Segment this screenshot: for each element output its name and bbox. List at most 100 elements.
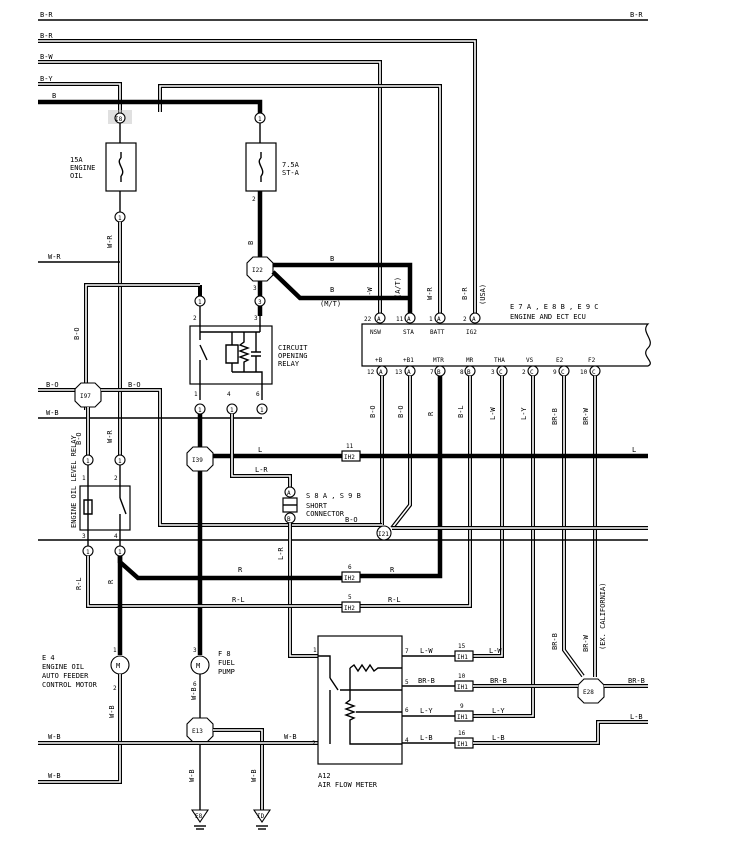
svg-text:1: 1 <box>194 391 198 398</box>
svg-text:AUTO FEEDER: AUTO FEEDER <box>42 672 89 680</box>
svg-text:1: 1 <box>118 549 122 556</box>
svg-text:1: 1 <box>258 116 262 123</box>
svg-text:E28: E28 <box>583 689 594 696</box>
svg-text:15: 15 <box>458 643 466 650</box>
svg-text:NSW: NSW <box>370 329 381 336</box>
svg-text:R-L: R-L <box>232 596 245 604</box>
svg-text:(USA): (USA) <box>479 284 487 305</box>
svg-text:L-R: L-R <box>255 466 268 474</box>
svg-text:+B: +B <box>375 357 383 364</box>
svg-text:W-B: W-B <box>250 769 258 782</box>
svg-text:THA: THA <box>494 357 505 364</box>
svg-text:2: 2 <box>252 196 256 203</box>
ecu-name: ENGINE AND ECT ECU <box>510 313 586 321</box>
svg-text:B-L: B-L <box>457 405 465 418</box>
svg-text:SHORT: SHORT <box>306 502 328 510</box>
svg-text:8: 8 <box>460 369 464 376</box>
svg-text:R-L: R-L <box>75 577 83 590</box>
ecu-title: E 7 A , E 8 B , E 9 C <box>510 303 599 311</box>
svg-text:E 4: E 4 <box>42 654 55 662</box>
svg-text:L-Y: L-Y <box>520 407 528 420</box>
connector-i21 <box>376 525 392 541</box>
svg-text:R: R <box>107 579 115 584</box>
svg-text:ID: ID <box>257 813 265 820</box>
svg-text:L-B: L-B <box>492 734 505 742</box>
svg-text:7.5A: 7.5A <box>282 161 300 169</box>
svg-text:I21: I21 <box>378 531 389 538</box>
svg-text:7: 7 <box>430 369 434 376</box>
svg-text:R: R <box>238 566 243 574</box>
svg-text:E8: E8 <box>195 813 203 820</box>
svg-text:F 8: F 8 <box>218 650 231 658</box>
svg-text:L: L <box>632 446 636 454</box>
svg-text:C: C <box>499 369 503 376</box>
svg-text:L-W: L-W <box>489 647 502 655</box>
ecu-box <box>361 323 651 367</box>
svg-text:BR-B: BR-B <box>551 408 559 425</box>
svg-text:B-O: B-O <box>73 327 81 340</box>
svg-text:B: B <box>287 516 291 523</box>
svg-text:IH2: IH2 <box>344 575 355 582</box>
svg-text:R-L: R-L <box>388 596 401 604</box>
svg-text:1: 1 <box>86 549 90 556</box>
svg-text:IH1: IH1 <box>457 684 468 691</box>
svg-text:16: 16 <box>458 730 466 737</box>
svg-text:1: 1 <box>198 407 202 414</box>
svg-text:7: 7 <box>405 648 409 655</box>
svg-text:3: 3 <box>82 533 86 540</box>
wire-label: B-R <box>630 11 643 19</box>
svg-text:I22: I22 <box>252 267 263 274</box>
svg-text:A: A <box>379 369 383 376</box>
svg-text:B-O: B-O <box>128 381 141 389</box>
svg-text:1: 1 <box>118 458 122 465</box>
svg-text:W-B: W-B <box>284 733 297 741</box>
svg-text:4: 4 <box>227 391 231 398</box>
svg-text:(A/T): (A/T) <box>394 277 402 298</box>
svg-text:6: 6 <box>256 391 260 398</box>
svg-text:L-B: L-B <box>630 713 643 721</box>
svg-text:R: R <box>390 566 395 574</box>
connector-i39 <box>186 446 214 472</box>
svg-text:3: 3 <box>253 285 257 292</box>
svg-text:2: 2 <box>113 685 117 692</box>
svg-text:+B1: +B1 <box>403 357 414 364</box>
svg-text:B: B <box>247 241 255 245</box>
svg-text:11: 11 <box>396 316 404 323</box>
svg-text:BR-B: BR-B <box>490 677 507 685</box>
svg-text:1: 1 <box>82 475 86 482</box>
svg-text:W-R: W-R <box>106 430 114 443</box>
svg-text:L-Y: L-Y <box>420 707 433 715</box>
wire-label: B-W <box>40 53 53 61</box>
svg-text:1: 1 <box>86 458 90 465</box>
svg-text:3: 3 <box>258 299 262 306</box>
svg-text:A: A <box>472 316 476 323</box>
svg-text:B: B <box>330 255 334 263</box>
svg-text:CONTROL MOTOR: CONTROL MOTOR <box>42 681 98 689</box>
svg-text:IH1: IH1 <box>457 714 468 721</box>
svg-text:S 8 A , S 9 B: S 8 A , S 9 B <box>306 492 361 500</box>
svg-text:B: B <box>330 286 334 294</box>
svg-text:(M/T): (M/T) <box>320 300 341 308</box>
svg-text:BR-W: BR-W <box>582 634 590 652</box>
svg-text:(EX. CALIFORNIA): (EX. CALIFORNIA) <box>599 583 607 650</box>
svg-text:CONNECTOR: CONNECTOR <box>306 510 345 518</box>
svg-text:1: 1 <box>429 316 433 323</box>
svg-text:BR-W: BR-W <box>582 407 590 425</box>
svg-text:IG2: IG2 <box>466 329 477 336</box>
svg-text:6: 6 <box>193 681 197 688</box>
svg-text:C: C <box>561 369 565 376</box>
svg-text:ENGINE OIL: ENGINE OIL <box>42 663 84 671</box>
svg-text:BR-B: BR-B <box>551 633 559 650</box>
svg-text:5: 5 <box>348 594 352 601</box>
svg-text:1: 1 <box>198 299 202 306</box>
svg-text:A: A <box>407 369 411 376</box>
svg-text:ENGINE OIL LEVEL RELAY: ENGINE OIL LEVEL RELAY <box>70 434 78 528</box>
svg-text:E2: E2 <box>556 357 564 364</box>
svg-text:STA: STA <box>403 329 414 336</box>
svg-text:B-O: B-O <box>75 432 83 445</box>
wire-label: B-R <box>40 11 53 19</box>
svg-text:11: 11 <box>346 443 354 450</box>
svg-text:A: A <box>437 316 441 323</box>
svg-text:W-B: W-B <box>190 687 198 700</box>
svg-text:M: M <box>196 662 200 670</box>
